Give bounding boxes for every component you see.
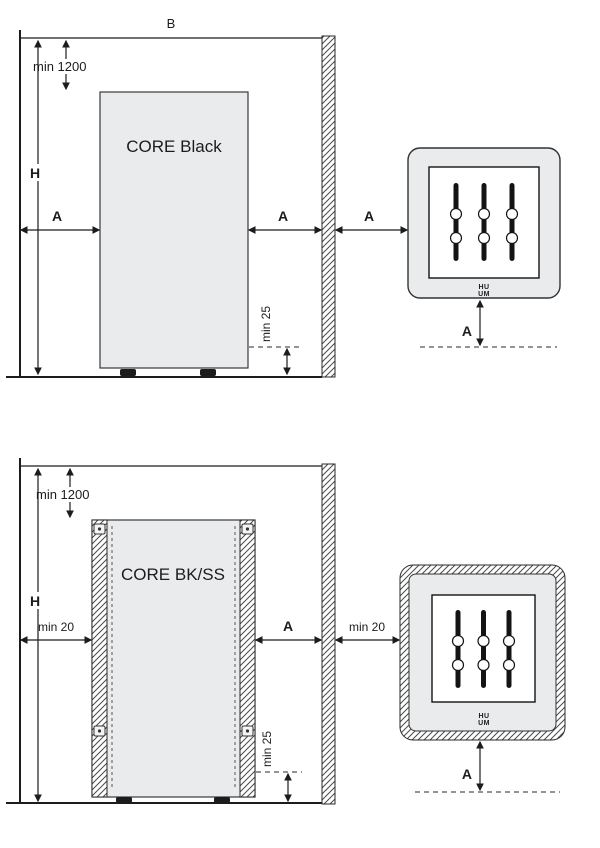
hatched-wall (321, 35, 336, 378)
left-clearance-label: min 20 (38, 620, 74, 634)
bottom-clearance-label: min 25 (260, 731, 274, 767)
label-knockout (25, 592, 47, 609)
product-name: CORE Black (126, 137, 222, 156)
huum-logo: HU (479, 284, 490, 291)
front-clearance-label: A (462, 766, 472, 782)
huum-logo: UM (478, 720, 490, 727)
width-dimension-label: B (167, 16, 176, 31)
panel-core-black: B min 1200 H CORE Black A A A min 25 (6, 16, 561, 378)
height-label: H (30, 165, 40, 181)
left-clearance-label: A (52, 208, 62, 224)
product-name: CORE BK/SS (121, 565, 225, 584)
shield-clips (93, 523, 254, 737)
top-clearance-label: min 1200 (33, 59, 86, 74)
height-label: H (30, 593, 40, 609)
right-shield (239, 519, 256, 798)
right-clearance-label: A (283, 618, 293, 634)
heater-top-view: HU UM (407, 147, 561, 299)
heater-foot (116, 797, 132, 803)
label-knockout (31, 59, 93, 74)
hatched-wall (321, 463, 336, 805)
heating-elements (451, 610, 516, 688)
heater-foot (120, 369, 136, 376)
heater-body (99, 91, 249, 369)
heater-foot (214, 797, 230, 803)
left-shield (91, 519, 108, 798)
heating-elements (449, 183, 519, 261)
label-knockout (34, 487, 96, 502)
front-clearance-label: A (462, 323, 472, 339)
top-clearance-label: min 1200 (36, 487, 89, 502)
label-knockout (25, 164, 47, 181)
heater-body (91, 519, 256, 798)
wall-clearance-label: min 20 (349, 620, 385, 634)
wall-clearance-label: A (364, 208, 374, 224)
huum-logo: UM (478, 291, 490, 298)
heater-top-view: HU UM (399, 564, 566, 741)
right-clearance-label: A (278, 208, 288, 224)
huum-logo: HU (479, 713, 490, 720)
heater-foot (200, 369, 216, 376)
panel-core-bkss: min 1200 H CORE BK/SS min 20 A min 20 mi… (6, 458, 566, 805)
bottom-clearance-label: min 25 (259, 306, 273, 342)
